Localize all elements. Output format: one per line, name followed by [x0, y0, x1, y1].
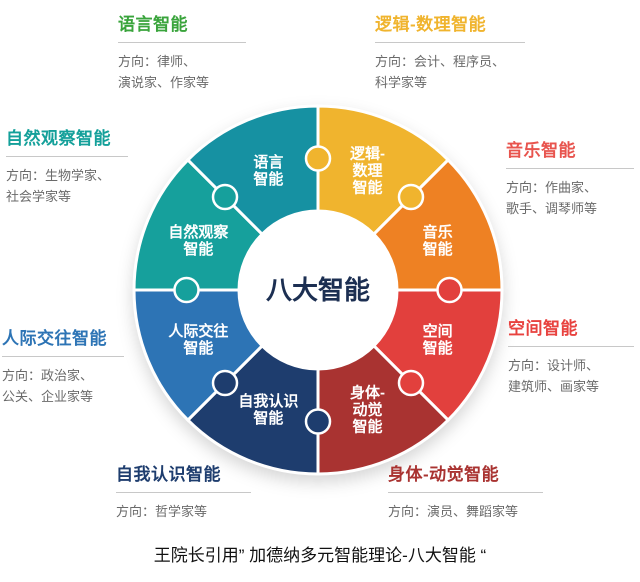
puzzle-knob — [436, 276, 463, 304]
divider — [375, 42, 525, 43]
callout-linguistic: 语言智能 方向：律师、 演说家、作家等 — [118, 10, 246, 94]
divider — [118, 42, 246, 43]
callout-spatial: 空间智能 方向：设计师、 建筑师、画家等 — [508, 314, 634, 398]
divider — [6, 156, 128, 157]
segment-label-interpersonal: 人际交往智能 — [168, 322, 228, 357]
divider — [116, 492, 251, 493]
callout-desc: 方向：生物学家、 社会学家等 — [6, 168, 111, 205]
center-label: 八大智能 — [266, 275, 370, 305]
callout-naturalist: 自然观察智能 方向：生物学家、 社会学家等 — [6, 124, 128, 208]
puzzle-knob — [397, 183, 425, 211]
segment-label-musical: 音乐智能 — [423, 223, 453, 258]
callout-title: 音乐智能 — [506, 141, 576, 160]
callout-desc: 方向：演员、舞蹈家等 — [388, 504, 519, 519]
segment-label-naturalist: 自然观察智能 — [168, 223, 229, 258]
callout-title: 人际交往智能 — [2, 329, 107, 348]
callout-title: 语言智能 — [118, 15, 188, 34]
callout-desc: 方向：会计、程序员、 科学家等 — [375, 54, 506, 91]
puzzle-knob — [304, 145, 332, 172]
callout-bodily: 身体-动觉智能 方向：演员、舞蹈家等 — [388, 460, 543, 522]
divider — [2, 356, 124, 357]
divider — [506, 168, 634, 169]
callout-title: 逻辑-数理智能 — [375, 15, 487, 34]
callout-title: 身体-动觉智能 — [388, 465, 500, 484]
callout-interpersonal: 人际交往智能 方向：政治家、 公关、企业家等 — [2, 324, 124, 408]
callout-desc: 方向：政治家、 公关、企业家等 — [2, 368, 94, 405]
callout-desc: 方向：作曲家、 歌手、调琴师等 — [506, 180, 598, 217]
callout-musical: 音乐智能 方向：作曲家、 歌手、调琴师等 — [506, 136, 634, 220]
puzzle-knob — [304, 408, 332, 435]
puzzle-knob — [211, 369, 239, 397]
segment-label-intrapersonal: 自我认识智能 — [238, 392, 298, 427]
callout-intrapersonal: 自我认识智能 方向：哲学家等 — [116, 460, 251, 522]
segment-label-linguistic: 语言智能 — [253, 153, 283, 188]
segment-label-spatial: 空间智能 — [423, 322, 453, 357]
puzzle-knob — [211, 183, 239, 211]
callout-desc: 方向：律师、 演说家、作家等 — [118, 54, 210, 91]
wheel-center — [239, 211, 397, 369]
caption: 王院长引用” 加德纳多元智能理论-八大智能 “ — [153, 546, 487, 565]
puzzle-knob — [397, 369, 425, 397]
callout-title: 自然观察智能 — [6, 129, 111, 148]
callout-desc: 方向：设计师、 建筑师、画家等 — [508, 358, 600, 395]
callout-logical: 逻辑-数理智能 方向：会计、程序员、 科学家等 — [375, 10, 525, 94]
divider — [388, 492, 543, 493]
puzzle-knob — [173, 276, 200, 304]
callout-title: 自我认识智能 — [116, 465, 221, 484]
divider — [508, 346, 634, 347]
segment-label-bodily: 身体-动觉智能 — [350, 384, 385, 436]
callout-desc: 方向：哲学家等 — [116, 504, 208, 519]
callout-title: 空间智能 — [508, 319, 578, 338]
segment-label-logical: 逻辑-数理智能 — [350, 144, 385, 196]
